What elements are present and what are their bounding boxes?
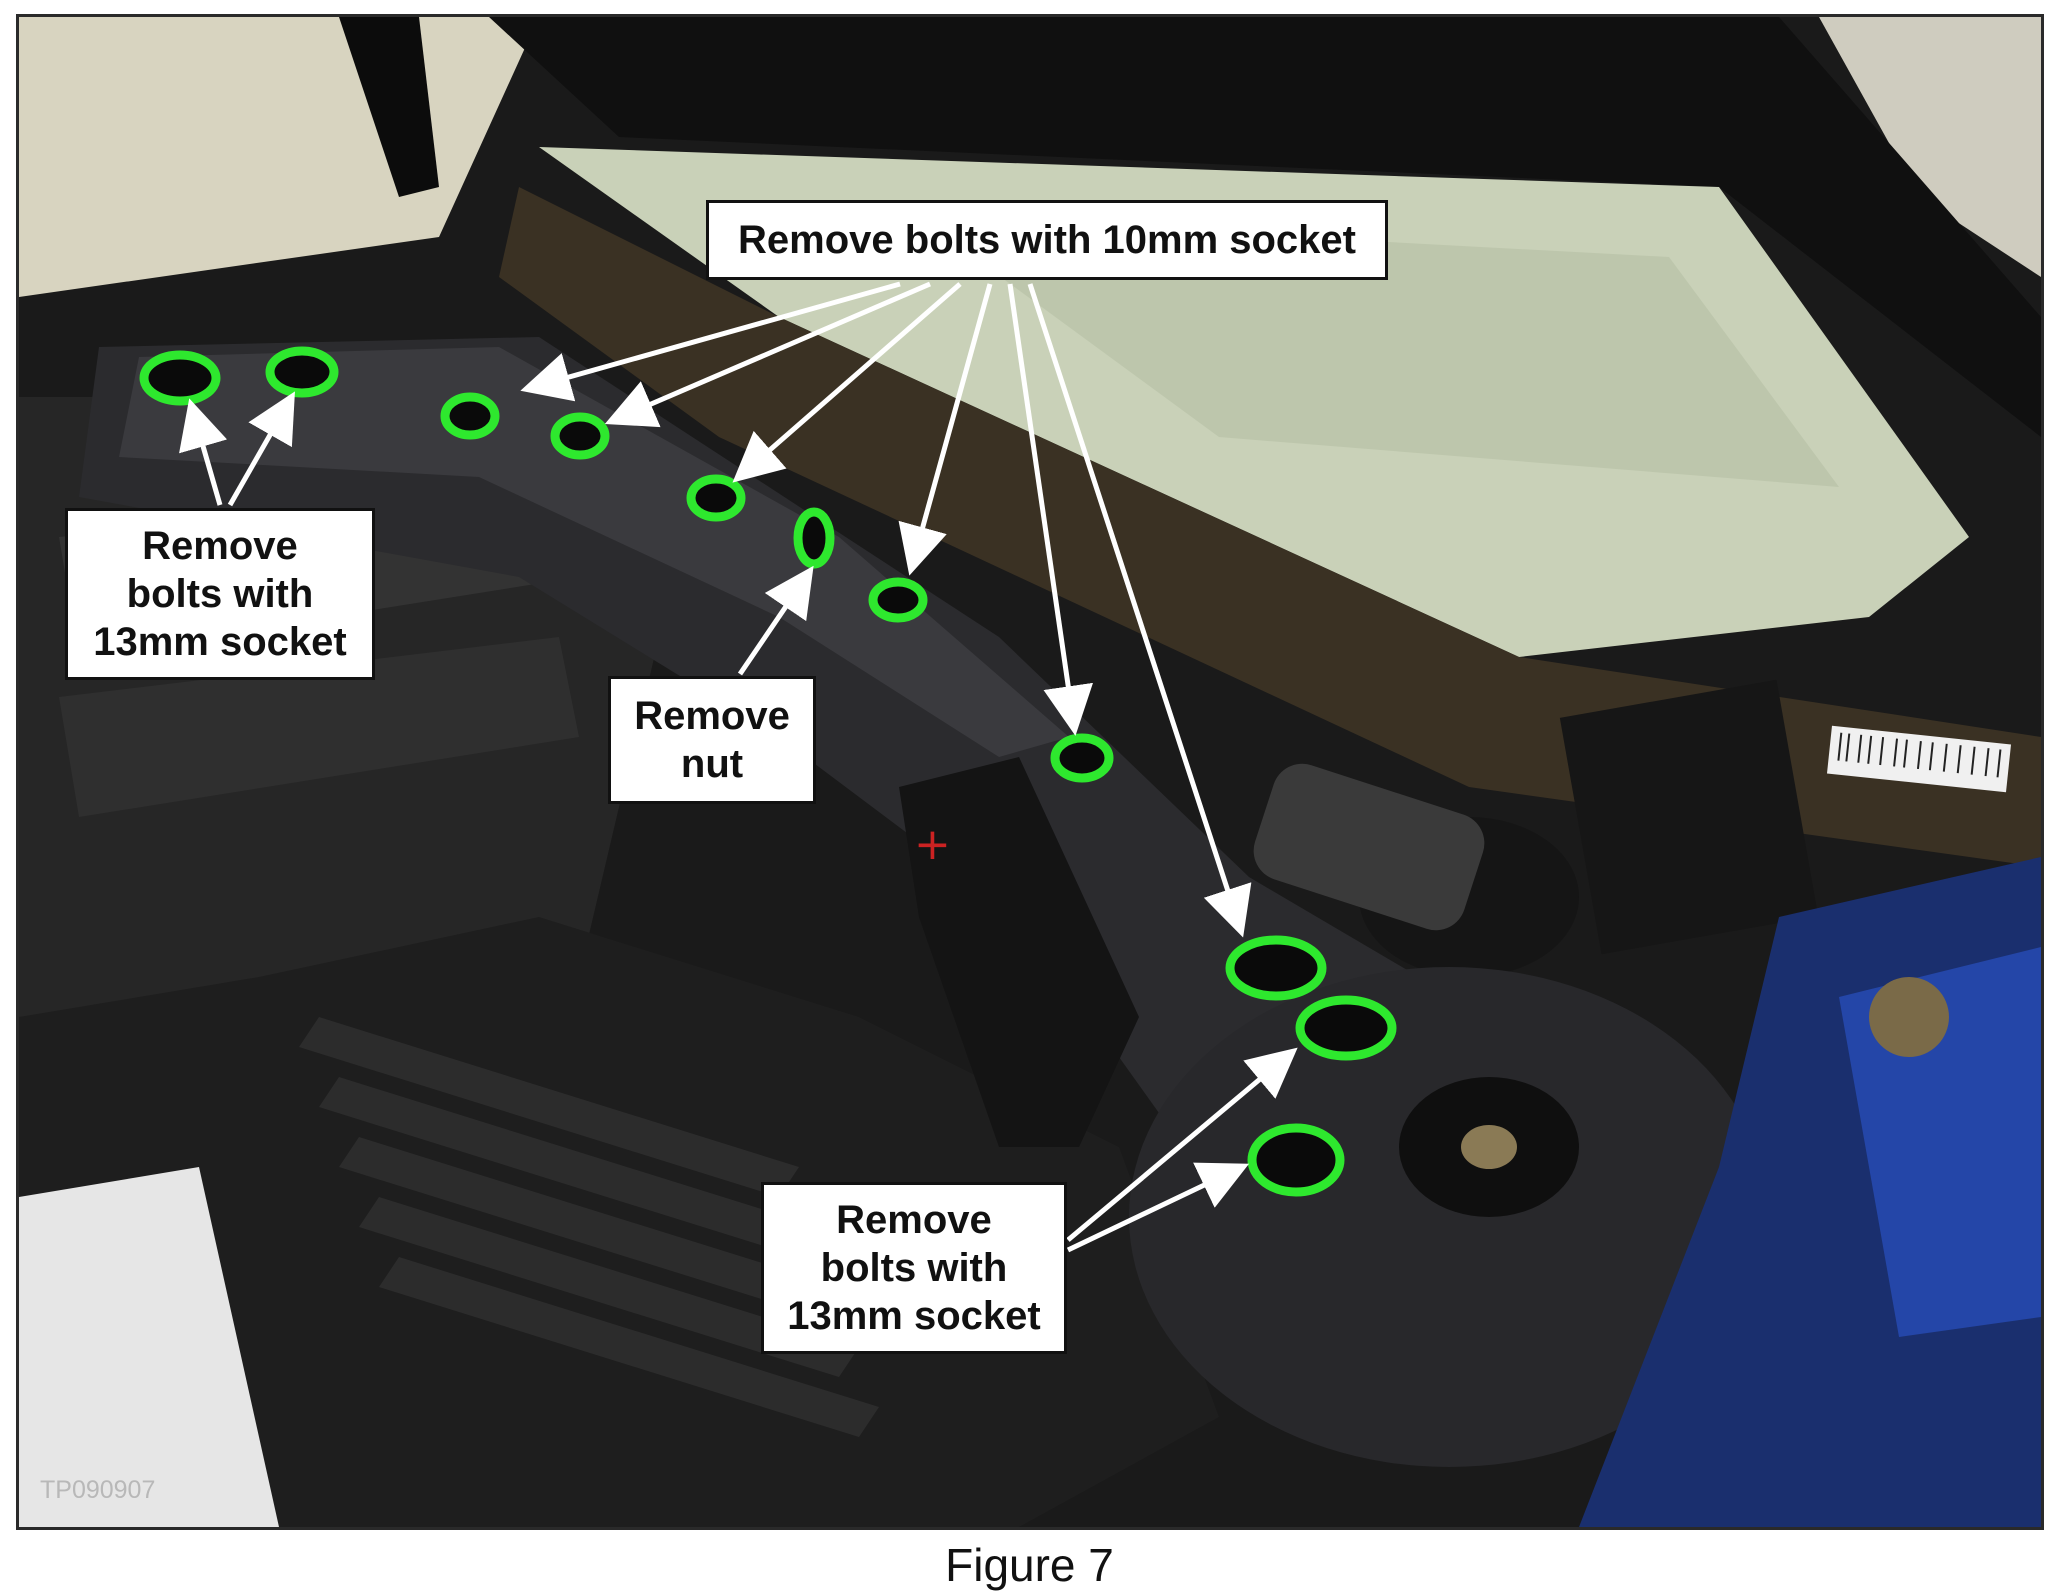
strut-nut — [1461, 1125, 1517, 1169]
callout-remove-nut: Remove nut — [608, 676, 816, 804]
hood-underside — [489, 17, 2041, 437]
hood-prop — [339, 17, 439, 197]
garage-wall-right — [1819, 17, 2041, 277]
fender-bolt — [1869, 977, 1949, 1057]
fuse-box — [899, 757, 1139, 1147]
wiper-bracket — [1559, 679, 1819, 955]
battery-plus-mark: + — [914, 819, 951, 870]
cowl-seal — [499, 187, 2041, 867]
cowl-panel-highlight — [119, 347, 1069, 757]
coolant-reservoir — [19, 1167, 279, 1527]
engine-cover-rib — [59, 637, 579, 817]
barcode-bars — [1837, 732, 2002, 778]
callout-remove-bolts-13mm-left: Remove bolts with 13mm socket — [65, 508, 375, 680]
wiper-motor-housing — [1253, 763, 1485, 931]
air-box-ribs — [299, 1017, 879, 1437]
figure-caption: Figure 7 — [945, 1539, 1114, 1591]
callout-remove-bolts-10mm: Remove bolts with 10mm socket — [706, 200, 1388, 280]
photo-reference-code: TP090907 — [40, 1476, 156, 1504]
callout-remove-bolts-13mm-bottom: Remove bolts with 13mm socket — [761, 1182, 1067, 1354]
